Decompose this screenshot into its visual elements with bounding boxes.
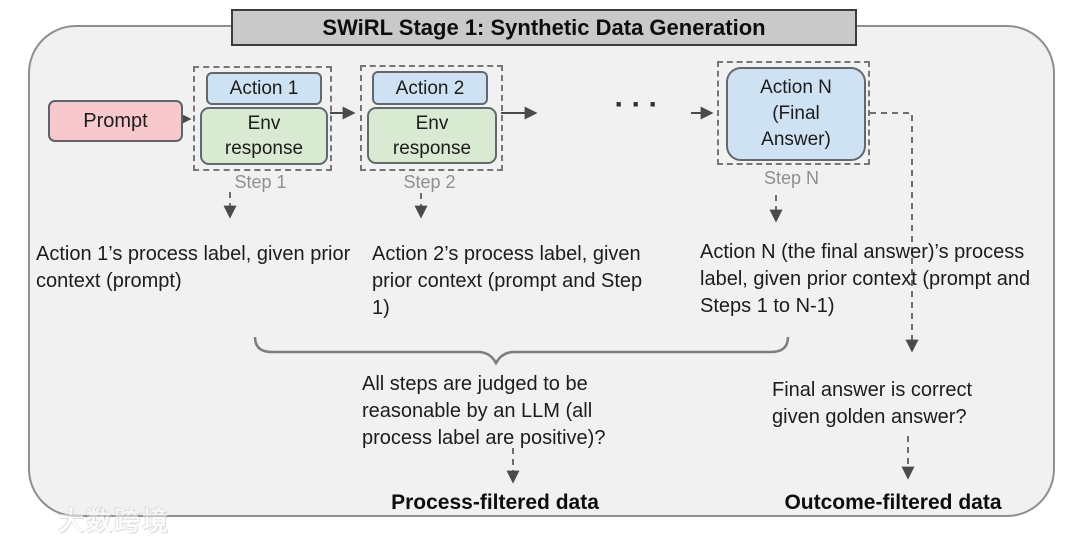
stepN-group <box>717 61 870 165</box>
prompt-label: Prompt <box>83 109 148 132</box>
diagram-title: SWiRL Stage 1: Synthetic Data Generation <box>322 14 766 40</box>
ellipsis: ··· <box>614 88 666 121</box>
process-filtered-data-label: Process-filtered data <box>391 491 599 514</box>
process-filter-question: All steps are judged to be reasonable by… <box>362 373 606 449</box>
env-response2-label: Env response <box>392 112 472 159</box>
env-response1-label: Env response <box>224 113 304 159</box>
env-response1-node: Env response <box>200 107 328 165</box>
action1-node: Action 1 <box>206 72 322 105</box>
watermark-logo-icon <box>11 507 54 531</box>
step1-process-label-desc: Action 1’s process label, given prior co… <box>36 243 351 292</box>
step2-label: Step 2 <box>403 172 456 192</box>
watermark-text: 大数跨境 <box>58 505 171 536</box>
action2-node: Action 2 <box>372 71 488 105</box>
step1-label: Step 1 <box>234 172 287 192</box>
watermark: 大数跨境 <box>8 501 170 537</box>
stepN-label: Step N <box>763 168 820 188</box>
outcome-filtered-data-label: Outcome-filtered data <box>784 491 1002 514</box>
outcome-filter-question: Final answer is correct given golden ans… <box>772 379 973 428</box>
step2-process-label-desc: Action 2’s process label, given prior co… <box>372 243 643 319</box>
diagram-title-box: SWiRL Stage 1: Synthetic Data Generation <box>231 9 857 46</box>
step1-group <box>193 66 332 171</box>
step2-group <box>360 65 503 171</box>
actionN-node: Action N (Final Answer) <box>726 67 866 161</box>
action1-label: Action 1 <box>229 78 299 99</box>
actionN-label: Action N (Final Answer) <box>760 77 832 150</box>
env-response2-node: Env response <box>367 107 497 164</box>
stepN-process-label-desc: Action N (the final answer)’s process la… <box>700 241 1031 317</box>
action2-label: Action 2 <box>395 77 465 99</box>
prompt-node: Prompt <box>48 100 183 142</box>
